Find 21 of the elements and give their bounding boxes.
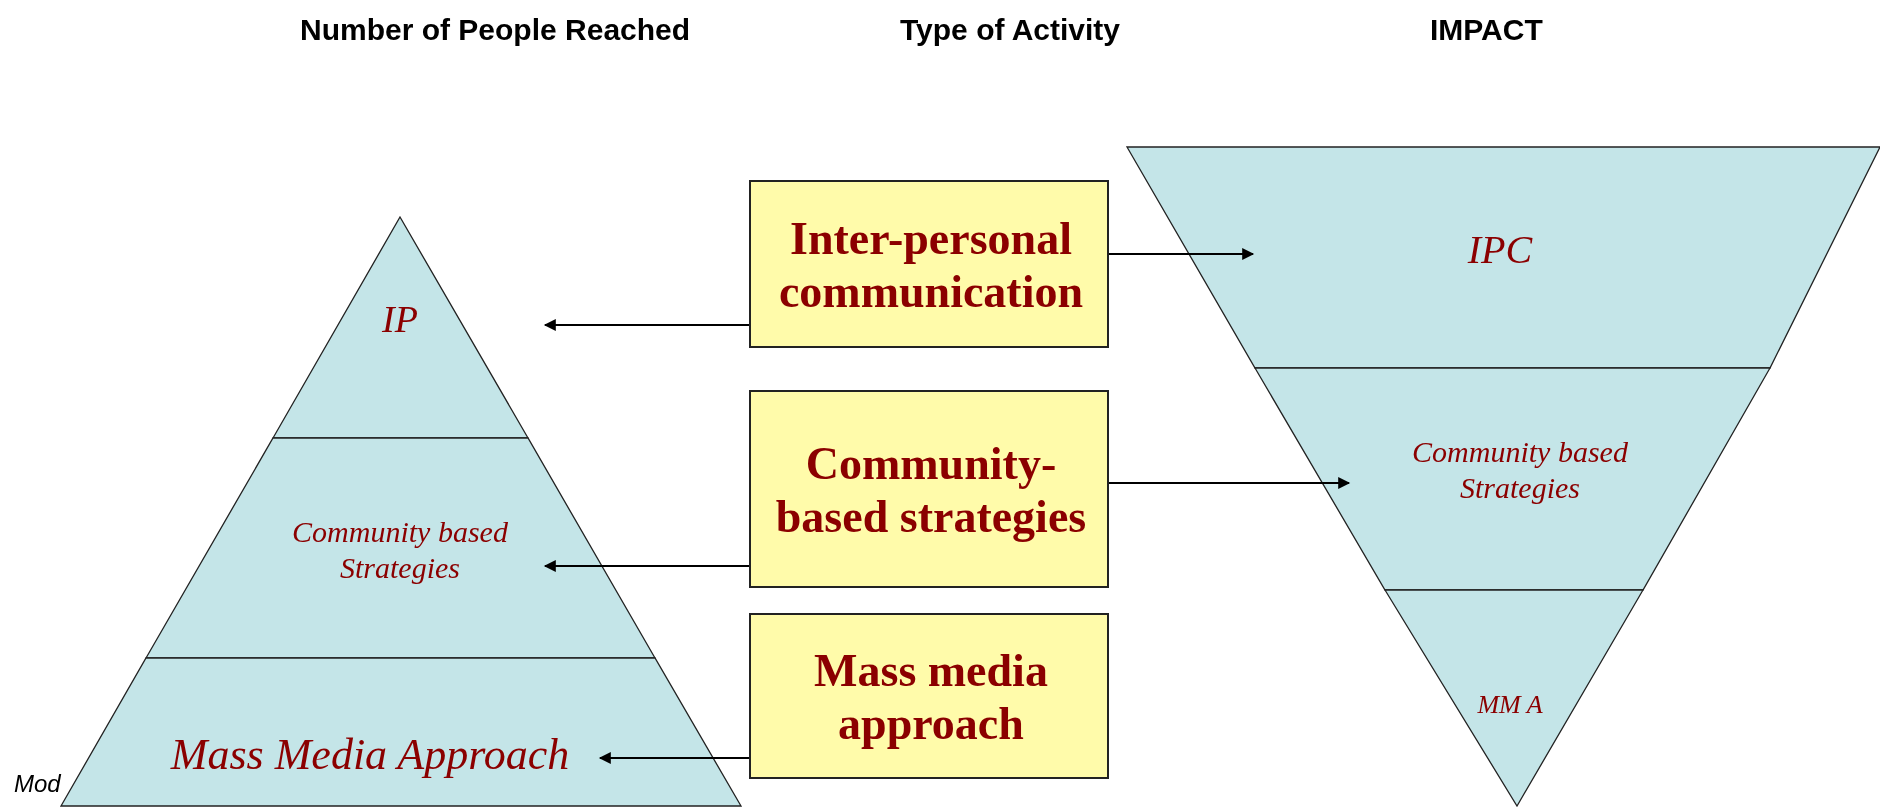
arrow xyxy=(543,319,750,331)
column-heading: Number of People Reached xyxy=(300,12,691,48)
activity-label: Community-based strategies xyxy=(774,438,1088,544)
band-label: IPC xyxy=(1467,226,1533,274)
column-heading: Type of Activity xyxy=(900,12,1121,48)
band-label: Mass Media Approach xyxy=(170,728,570,781)
activity-label: Inter-personal communication xyxy=(777,213,1085,319)
band-label: MM A xyxy=(1477,689,1543,721)
band-label: IP xyxy=(382,297,418,343)
activity-label: Mass media approach xyxy=(813,645,1049,751)
activity-box xyxy=(749,180,1109,348)
activity-box xyxy=(749,390,1109,588)
band-label: Community based Strategies xyxy=(291,514,509,586)
band-label: Community based Strategies xyxy=(1411,434,1629,506)
arrow xyxy=(1108,477,1351,489)
arrow xyxy=(543,560,750,572)
arrow xyxy=(1108,248,1255,260)
arrow xyxy=(598,752,750,764)
column-heading: IMPACT xyxy=(1430,12,1543,48)
activity-box xyxy=(749,613,1109,779)
footer-note: Mod xyxy=(14,769,61,799)
